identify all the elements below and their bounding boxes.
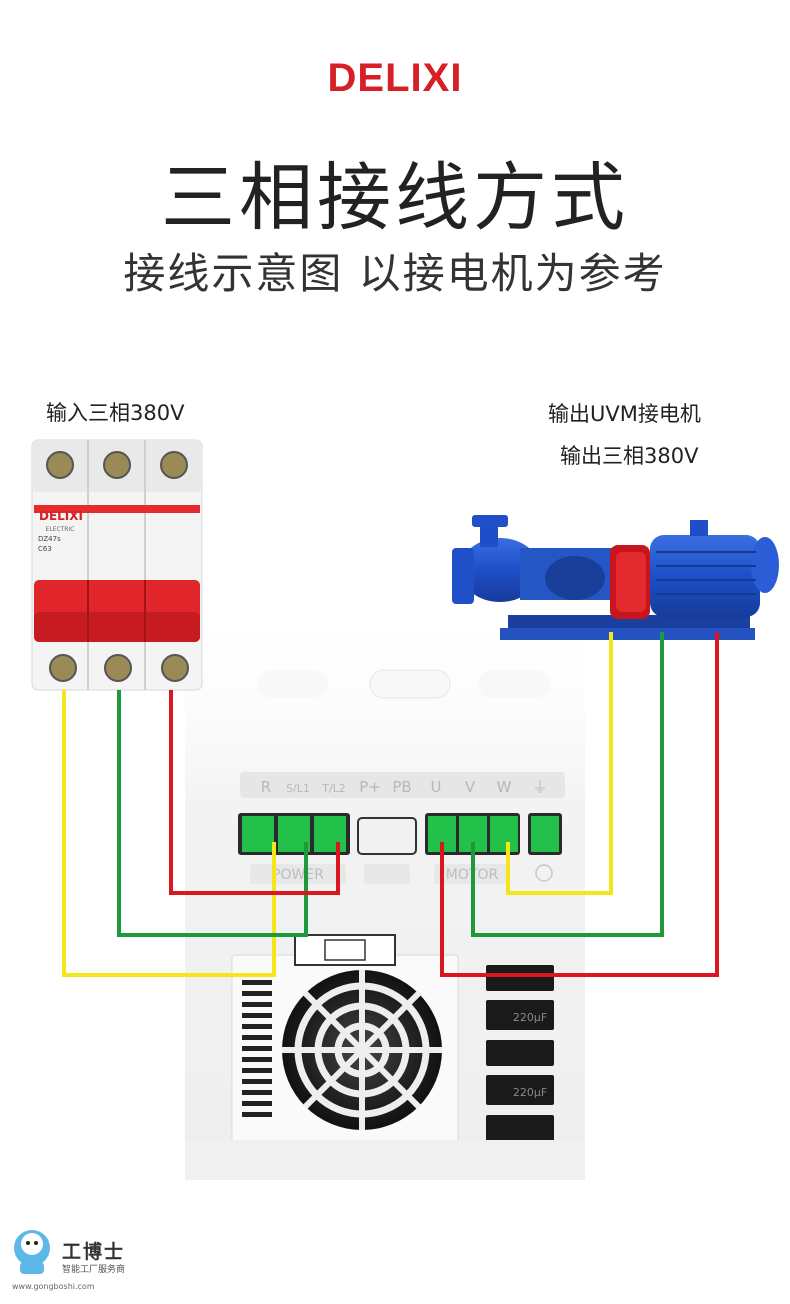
breaker-rating: C63 (38, 545, 52, 553)
terminal-label: P+ (359, 778, 381, 796)
brake-terminal (357, 817, 417, 855)
capacitor-slots: 220μF 220μF (486, 965, 554, 1141)
terminal-label: U (431, 778, 442, 796)
gongboshi-logo (14, 1230, 50, 1274)
power-label: POWER (272, 867, 324, 883)
terminal-label: R (261, 778, 271, 796)
terminal-labels: R S/L1 T/L2 P+ PB U V W ⏚ (261, 778, 548, 796)
vent-slots-left (242, 980, 272, 1117)
wire-output-green (471, 632, 664, 937)
wire-output-yellow (506, 632, 613, 895)
breaker-brand-sub: ELECTRIC (46, 526, 75, 533)
terminal-label-strip (240, 772, 565, 798)
inverter-slot-left (258, 670, 328, 698)
inverter-base (185, 1140, 585, 1180)
watermark-name: 工博士 (62, 1241, 126, 1263)
breaker-brand: DELIXI (39, 509, 83, 523)
wire-input-green (117, 690, 308, 937)
page-title: 三相接线方式 (161, 155, 629, 241)
breaker-bottom-screws (49, 654, 189, 682)
input-label: 输入三相380V (46, 401, 185, 425)
terminal-label: PB (392, 778, 411, 796)
output-label-line2: 输出三相380V (560, 444, 699, 468)
terminal-label: S/L1 (286, 782, 310, 795)
breaker-top-screws (46, 451, 188, 479)
fan-icon (282, 970, 442, 1130)
wire-input-yellow (62, 690, 276, 977)
capacitor-label-1: 220μF (513, 1011, 547, 1024)
watermark-tagline: 智能工厂服务商 (62, 1265, 126, 1275)
terminal-label: W (497, 778, 512, 796)
terminal-label: V (465, 778, 476, 796)
power-terminals (242, 816, 346, 852)
wire-output-red (440, 632, 719, 977)
motor-terminals (428, 816, 518, 852)
terminal-label: T/L2 (321, 782, 346, 795)
watermark-url: www.gongboshi.com (12, 1282, 95, 1291)
circuit-breaker: DELIXI ELECTRIC DZ47s C63 (31, 439, 203, 691)
capacitor-label-2: 220μF (513, 1086, 547, 1099)
brand-logo: DELIXI (327, 56, 463, 100)
wires (62, 632, 719, 977)
breaker-model: DZ47s (38, 535, 61, 543)
wire-input-red (169, 690, 340, 895)
motor-pump (452, 515, 779, 640)
output-label-line1: 输出UVM接电机 (548, 402, 701, 426)
page-subtitle: 接线示意图 以接电机为参考 (123, 249, 667, 298)
terminal-label: ⏚ (532, 778, 547, 796)
